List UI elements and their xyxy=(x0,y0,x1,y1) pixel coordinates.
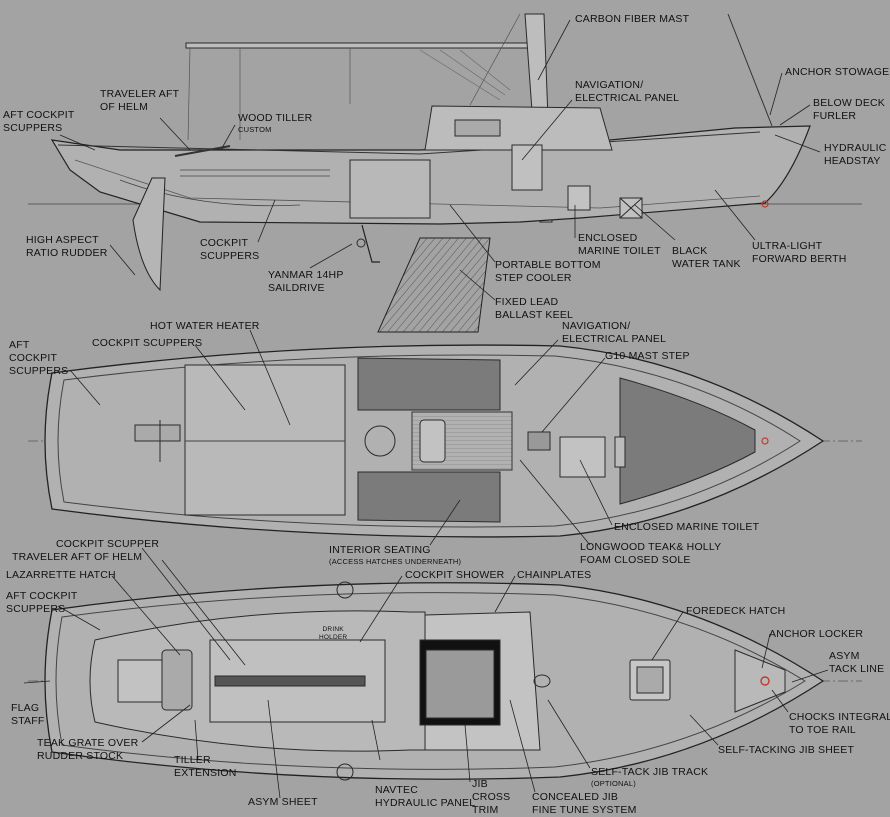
label-enclosed-marine-toilet-interior: ENCLOSED MARINE TOILET xyxy=(614,521,760,533)
deck-plan-view xyxy=(28,581,862,781)
label-chainplates: CHAINPLATES xyxy=(517,569,592,581)
label-interior-seating: INTERIOR SEATING(ACCESS HATCHES UNDERNEA… xyxy=(329,544,462,566)
label-asym-sheet: ASYM SHEET xyxy=(248,796,318,808)
label-traveler-aft-of-helm-deck: TRAVELER AFT OF HELM xyxy=(12,551,143,563)
label-anchor-locker: ANCHOR LOCKER xyxy=(769,628,864,640)
label-anchor-stowage: ANCHOR STOWAGE xyxy=(785,66,890,78)
profile-view xyxy=(28,13,862,333)
label-navigation-panel-profile: NAVIGATION/ELECTRICAL PANEL xyxy=(575,79,680,104)
label-self-tack-jib-track: SELF-TACK JIB TRACK(OPTIONAL) xyxy=(591,766,709,788)
label-cockpit-scuppers-interior: COCKPIT SCUPPERS xyxy=(92,337,203,349)
label-self-tacking-jib-sheet: SELF-TACKING JIB SHEET xyxy=(718,744,855,756)
label-navigation-panel-interior: NAVIGATION/ELECTRICAL PANEL xyxy=(562,320,667,345)
label-cockpit-scupper-deck: COCKPIT SCUPPER xyxy=(56,538,160,550)
interior-plan-view xyxy=(28,344,862,538)
label-g10-mast-step: G10 MAST STEP xyxy=(605,350,690,362)
leader-lines xyxy=(23,19,829,799)
label-hot-water-heater: HOT WATER HEATER xyxy=(150,320,260,332)
label-carbon-fiber-mast: CARBON FIBER MAST xyxy=(575,13,690,25)
label-lazarrette-hatch: LAZARRETTE HATCH xyxy=(6,569,116,581)
label-cockpit-shower: COCKPIT SHOWER xyxy=(405,569,505,581)
label-foredeck-hatch: FOREDECK HATCH xyxy=(686,605,786,617)
